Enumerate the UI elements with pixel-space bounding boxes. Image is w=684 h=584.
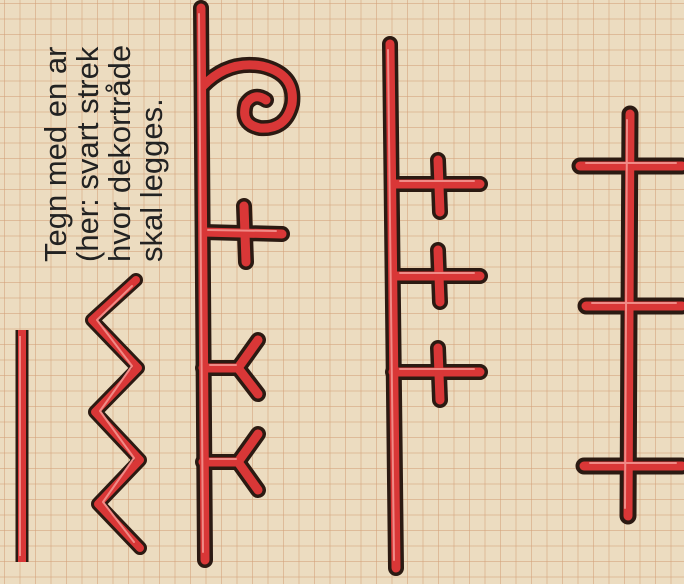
- decor-full-cross-line: [580, 114, 682, 516]
- decor-cross-branch-line: [388, 44, 480, 568]
- decor-spiral-branch-line: [199, 8, 292, 560]
- decor-zigzag-line: [92, 280, 140, 548]
- decor-straight-line: [20, 330, 22, 562]
